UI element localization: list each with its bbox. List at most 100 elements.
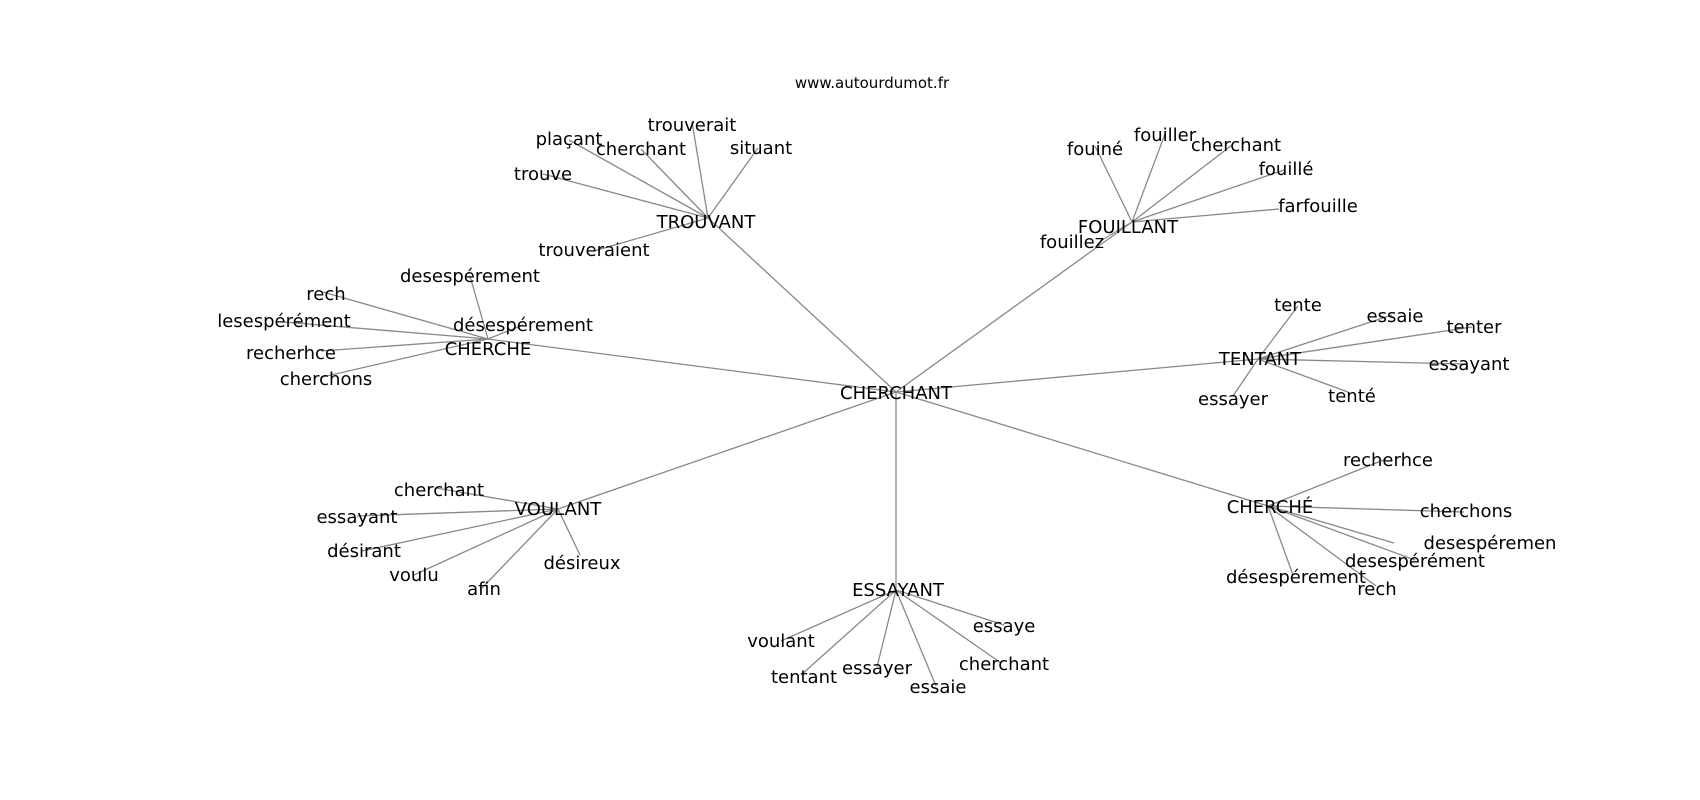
leaf-word-node[interactable]: tenté <box>1328 386 1376 407</box>
site-watermark: www.autourdumot.fr <box>795 74 950 92</box>
leaf-word-node[interactable]: désirant <box>327 541 401 562</box>
leaf-word-node[interactable]: désespérement <box>1226 567 1366 588</box>
edge-1-1 <box>1131 133 1166 223</box>
edge-1-0 <box>1094 145 1133 223</box>
leaf-word-node[interactable]: cherchant <box>596 139 686 160</box>
leaf-word-node[interactable]: situant <box>730 138 792 159</box>
edge-1-2 <box>1131 144 1233 223</box>
edge-5-1 <box>1267 505 1465 513</box>
edge-5-4 <box>1267 505 1294 576</box>
hub-word-node[interactable]: ESSAYANT <box>852 580 945 601</box>
leaf-word-node[interactable]: essaie <box>910 677 967 698</box>
edge-6-3 <box>895 589 937 687</box>
edge-6-5 <box>895 589 1005 626</box>
edge-0-5 <box>593 217 709 252</box>
edge-center-to-4 <box>557 391 897 510</box>
leaf-word-node[interactable]: rech <box>1357 579 1396 600</box>
leaf-word-node[interactable]: desespéremen <box>1424 533 1557 554</box>
leaf-word-node[interactable]: fouiné <box>1067 139 1123 160</box>
edge-center-to-5 <box>895 391 1269 507</box>
hub-word-node[interactable]: CHERCHÉ <box>1227 496 1314 518</box>
leaf-word-node[interactable]: rech <box>306 284 345 305</box>
edge-center-to-3 <box>895 358 1259 393</box>
hub-word-node[interactable]: FOUILLANT <box>1078 217 1179 238</box>
edge-3-1 <box>1257 314 1393 360</box>
edge-1-4 <box>1131 208 1280 223</box>
edge-4-5 <box>557 508 581 556</box>
labels-layer: www.autourdumot.fr CHERCHANT TROUVANT trou… <box>217 74 1556 698</box>
edge-2-2 <box>487 324 524 340</box>
leaf-word-node[interactable]: voulant <box>747 631 815 652</box>
edge-0-3 <box>707 147 759 219</box>
edge-0-4 <box>542 173 709 219</box>
edge-0-1 <box>568 139 709 219</box>
leaf-word-node[interactable]: voulu <box>389 565 438 586</box>
leaf-word-node[interactable]: tentant <box>771 667 837 688</box>
edge-center-to-1 <box>895 221 1133 393</box>
edges-layer <box>283 121 1473 687</box>
leaf-word-node[interactable]: trouveraient <box>538 240 649 261</box>
edge-3-3 <box>1257 358 1467 365</box>
leaf-word-node[interactable]: tente <box>1274 295 1322 316</box>
edge-center-to-0 <box>707 217 897 393</box>
leaf-word-node[interactable]: essayant <box>316 507 397 528</box>
edge-1-5 <box>1101 221 1133 241</box>
leaf-word-node[interactable]: trouverait <box>648 115 737 136</box>
hub-word-node[interactable]: TENTANT <box>1218 349 1302 370</box>
leaf-word-node[interactable]: fouillé <box>1259 159 1314 180</box>
leaf-word-node[interactable]: recherhce <box>246 343 336 364</box>
leaf-word-node[interactable]: cherchons <box>1420 501 1513 522</box>
center-word-node[interactable]: CHERCHANT <box>840 383 953 404</box>
edge-2-3 <box>283 321 489 340</box>
edge-4-4 <box>480 508 559 590</box>
edge-2-1 <box>322 291 489 340</box>
leaf-word-node[interactable]: fouillez <box>1040 232 1104 253</box>
leaf-word-node[interactable]: cherchons <box>280 369 373 390</box>
edge-5-3 <box>1267 505 1416 561</box>
edge-5-0 <box>1267 458 1387 507</box>
edge-6-1 <box>800 589 897 676</box>
leaf-word-node[interactable]: recherhce <box>1343 450 1433 471</box>
leaf-word-node[interactable]: essayer <box>1198 389 1269 410</box>
edge-6-0 <box>780 589 897 642</box>
leaf-word-node[interactable]: trouve <box>514 164 572 185</box>
leaf-word-node[interactable]: tenter <box>1446 317 1502 338</box>
edge-4-2 <box>361 508 559 552</box>
edge-2-4 <box>320 338 489 352</box>
leaf-word-node[interactable]: desespérément <box>1345 551 1485 572</box>
leaf-word-node[interactable]: plaçant <box>536 129 603 150</box>
edge-3-5 <box>1257 358 1349 393</box>
hub-word-node[interactable]: TROUVANT <box>656 212 757 233</box>
leaf-word-node[interactable]: desespérement <box>400 266 540 287</box>
edge-6-4 <box>895 589 1002 664</box>
edge-2-5 <box>321 338 489 378</box>
edge-3-4 <box>1232 358 1259 397</box>
leaf-word-node[interactable]: essayant <box>1428 354 1509 375</box>
edge-4-0 <box>435 487 559 510</box>
leaf-word-node[interactable]: désireux <box>543 553 620 574</box>
leaf-word-node[interactable]: afin <box>467 579 501 600</box>
leaf-word-node[interactable]: essayer <box>842 658 913 679</box>
edge-6-2 <box>876 589 897 668</box>
hub-word-node[interactable]: VOULANT <box>515 499 603 520</box>
leaf-word-node[interactable]: farfouille <box>1278 196 1358 217</box>
leaf-word-node[interactable]: essaye <box>973 616 1036 637</box>
leaf-word-node[interactable]: lesespérément <box>217 311 351 332</box>
leaf-word-node[interactable]: essaie <box>1367 306 1424 327</box>
leaf-word-node[interactable]: désespérement <box>453 315 593 336</box>
edge-4-1 <box>356 508 559 517</box>
edge-3-2 <box>1257 326 1473 360</box>
leaf-word-node[interactable]: cherchant <box>959 654 1049 675</box>
hub-word-node[interactable]: CHERCHE <box>445 339 532 360</box>
edge-center-to-2 <box>487 338 897 393</box>
edge-2-0 <box>469 275 489 340</box>
edge-4-3 <box>413 508 559 576</box>
edge-5-5 <box>1267 505 1377 587</box>
edge-1-3 <box>1131 169 1285 223</box>
leaf-word-node[interactable]: cherchant <box>1191 135 1281 156</box>
leaf-word-node[interactable]: fouiller <box>1134 125 1197 146</box>
edge-0-0 <box>691 121 709 219</box>
edge-5-2 <box>1267 505 1395 544</box>
edge-0-2 <box>640 148 709 219</box>
leaf-word-node[interactable]: cherchant <box>394 480 484 501</box>
